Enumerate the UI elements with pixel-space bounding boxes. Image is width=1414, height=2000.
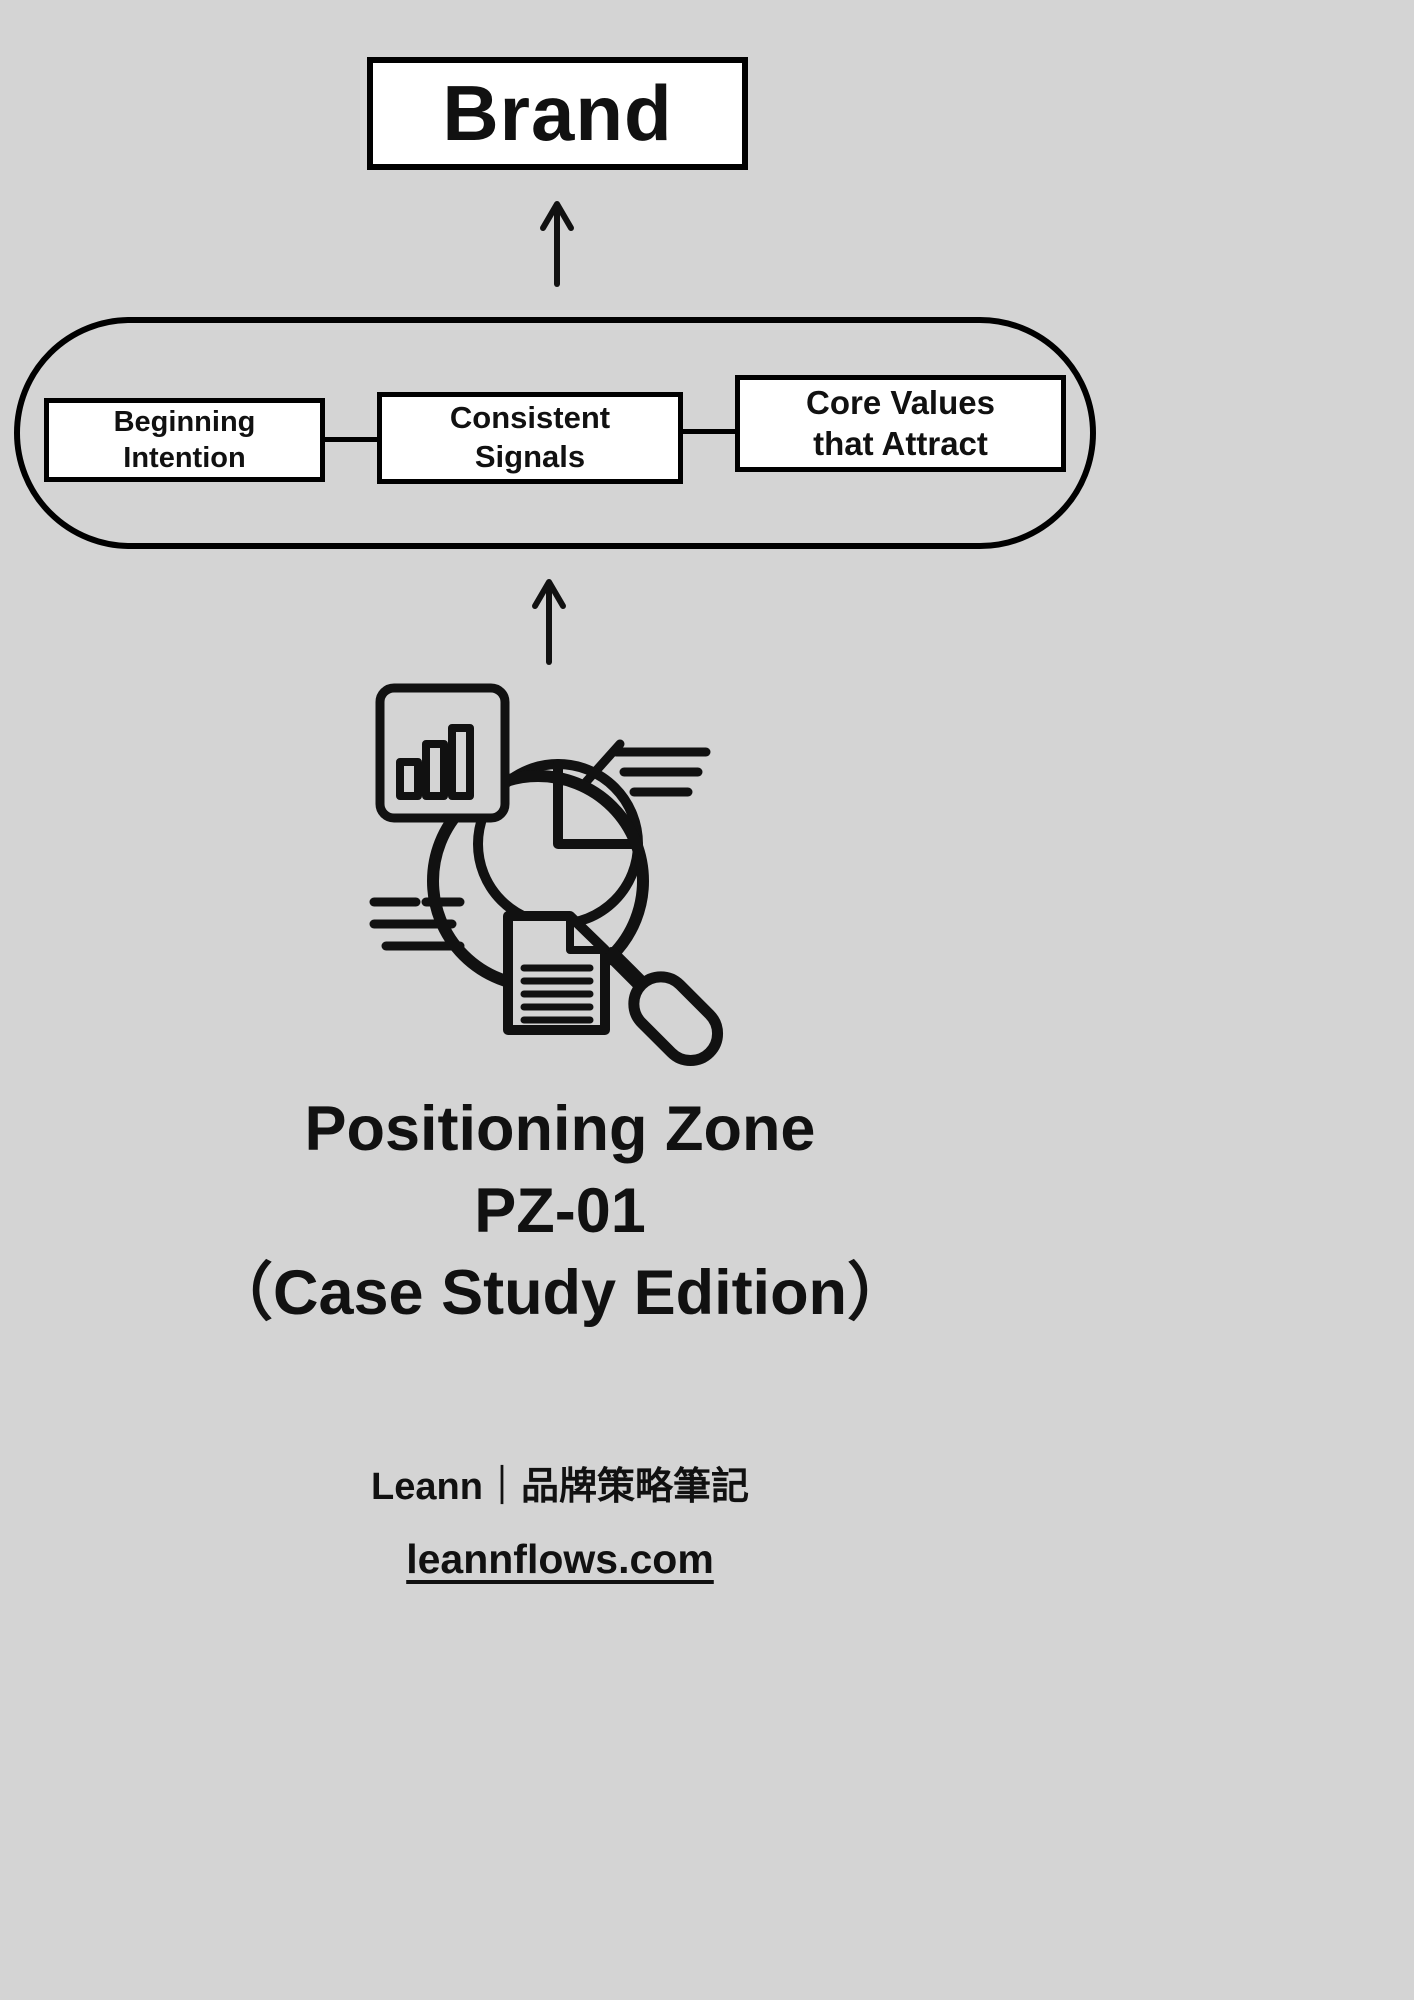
pipeline-box-consistent-signals: Consistent Signals: [377, 392, 683, 484]
footer-site-link[interactable]: leannflows.com: [406, 1536, 714, 1582]
title-line-3: （Case Study Edition）: [209, 1258, 911, 1328]
poster-title: Positioning Zone PZ-01 （Case Study Editi…: [0, 1088, 1120, 1334]
positioning-pill: Beginning Intention Consistent Signals C…: [14, 317, 1096, 549]
brand-label: Brand: [442, 69, 673, 157]
footer-byline: Leann｜品牌策略筆記: [371, 1466, 749, 1508]
pipeline-box-label: Consistent: [449, 400, 611, 436]
brand-box: Brand: [367, 57, 748, 170]
arrow-up-icon: [527, 574, 571, 666]
arrow-up-icon: [535, 196, 579, 288]
pipeline-box-core-values: Core Values that Attract: [735, 374, 1066, 472]
pipeline-box-label: Intention: [123, 442, 246, 474]
title-line-2: PZ-01: [474, 1176, 646, 1246]
pipeline-box-label: Signals: [474, 439, 586, 474]
pipeline-box-label: Beginning: [113, 405, 256, 438]
pipeline-box-label: that Attract: [813, 425, 988, 462]
footer: Leann｜品牌策略筆記 leannflows.com: [0, 1455, 1120, 1583]
title-line-1: Positioning Zone: [304, 1094, 816, 1164]
pipeline-box-label: Core Values: [806, 383, 995, 421]
connector-line: [683, 428, 735, 434]
analysis-magnifier-icon: [358, 676, 738, 1076]
pipeline-box-beginning-intention: Beginning Intention: [44, 398, 325, 482]
connector-line: [325, 436, 377, 442]
